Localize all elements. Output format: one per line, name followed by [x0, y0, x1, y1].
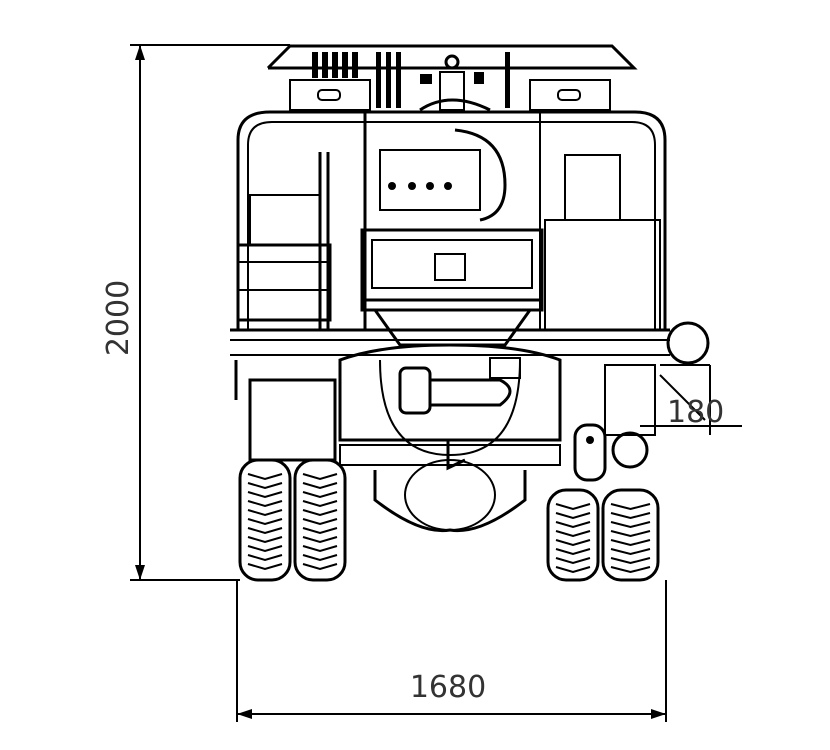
tire-tread — [555, 566, 591, 574]
tire-tread — [555, 557, 591, 565]
wheel-left-outer — [238, 458, 292, 582]
dimension-height: 2000 — [101, 44, 290, 581]
tire-tread — [247, 536, 283, 544]
tire-tread — [302, 500, 338, 508]
tire-tread — [247, 491, 283, 499]
roof-vents — [312, 52, 510, 108]
tire-tread — [302, 545, 338, 553]
tire-treads — [247, 473, 651, 574]
tire-tread — [610, 566, 651, 574]
wheels — [238, 458, 660, 582]
dimension-width: 1680 — [236, 580, 667, 722]
tire-tread — [610, 512, 651, 520]
tire-tread — [610, 521, 651, 529]
tire-tread — [247, 545, 283, 553]
hopper — [338, 228, 562, 471]
cab-frame — [230, 110, 670, 356]
tire-tread — [555, 548, 591, 556]
tire-tread — [610, 548, 651, 556]
wheel-right-inner — [546, 488, 600, 582]
dimension-offset: 180 — [640, 395, 742, 430]
roof — [266, 44, 638, 112]
tire-tread — [247, 527, 283, 535]
tire-tread — [302, 491, 338, 499]
tire-tread — [302, 527, 338, 535]
tire-tread — [302, 536, 338, 544]
tire-tread — [555, 530, 591, 538]
tire-tread — [555, 539, 591, 547]
tire-tread — [247, 518, 283, 526]
tire-tread — [247, 473, 283, 481]
tire-tread — [610, 539, 651, 547]
tire-tread — [610, 530, 651, 538]
tire-tread — [302, 554, 338, 562]
tire-tread — [247, 509, 283, 517]
chassis — [234, 321, 711, 533]
width-dimension-label: 1680 — [410, 670, 486, 705]
tire-tread — [302, 518, 338, 526]
tire-tread — [247, 563, 283, 571]
tire-tread — [247, 554, 283, 562]
tire-tread — [302, 509, 338, 517]
height-dimension-label: 2000 — [101, 280, 136, 356]
tire-tread — [247, 482, 283, 490]
tire-tread — [302, 563, 338, 571]
tire-tread — [555, 512, 591, 520]
tire-tread — [610, 557, 651, 565]
tire-tread — [555, 521, 591, 529]
tire-tread — [302, 473, 338, 481]
tire-tread — [247, 500, 283, 508]
wheel-right-outer — [601, 488, 660, 582]
logo-icon — [419, 54, 491, 112]
tire-tread — [610, 503, 651, 511]
wheel-left-inner — [293, 458, 347, 582]
tire-tread — [555, 503, 591, 511]
tire-tread — [302, 482, 338, 490]
offset-dimension-label: 180 — [667, 395, 724, 430]
